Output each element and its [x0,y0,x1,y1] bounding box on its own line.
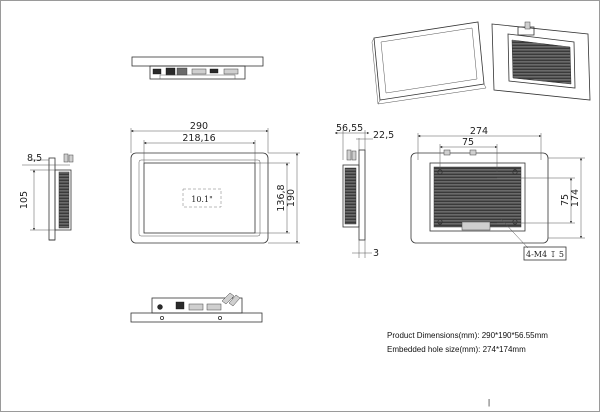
right-side-dimensions [334,130,373,258]
dim-front-inner-width: 218,16 [182,133,215,144]
dim-side-bezel: 3 [373,248,379,259]
screen-diagonal-text: 10.1" [191,195,213,204]
dim-front-height: 190 [286,189,297,207]
dim-left-top: 8,5 [27,153,42,164]
mounting-hole-callout: 4-M4 ↧ 5 [523,246,567,261]
dim-rear-height: 174 [570,189,581,207]
front-dimensions [130,128,300,244]
bottom-view [130,292,263,323]
left-side-view [48,153,74,241]
top-view [131,56,264,80]
left-side-dimensions [22,159,70,231]
iso-front-view [371,21,487,105]
right-side-view [342,149,366,241]
screen-size-label: 10.1" [182,188,222,208]
rear-dimensions [417,133,585,249]
dim-side-panel: 22,5 [373,130,394,141]
product-dimensions-note: Product Dimensions(mm): 290*190*56.55mm [387,331,548,340]
iso-rear-view [491,21,591,101]
dim-left-height: 105 [19,191,30,209]
callout-text: 4-M4 ↧ 5 [526,250,564,259]
embedded-hole-note: Embedded hole size(mm): 274*174mm [387,345,526,354]
dim-front-inner-height: 136,8 [276,184,287,211]
front-view [130,152,269,244]
dim-rear-hole-x: 75 [462,137,474,148]
page-mark: | [488,398,491,407]
dim-rear-width: 274 [470,126,488,137]
rear-view [410,149,549,244]
dim-front-width: 290 [190,121,208,132]
dim-rear-hole-y: 75 [560,194,571,206]
dim-side-depth: 56,55 [336,123,363,134]
